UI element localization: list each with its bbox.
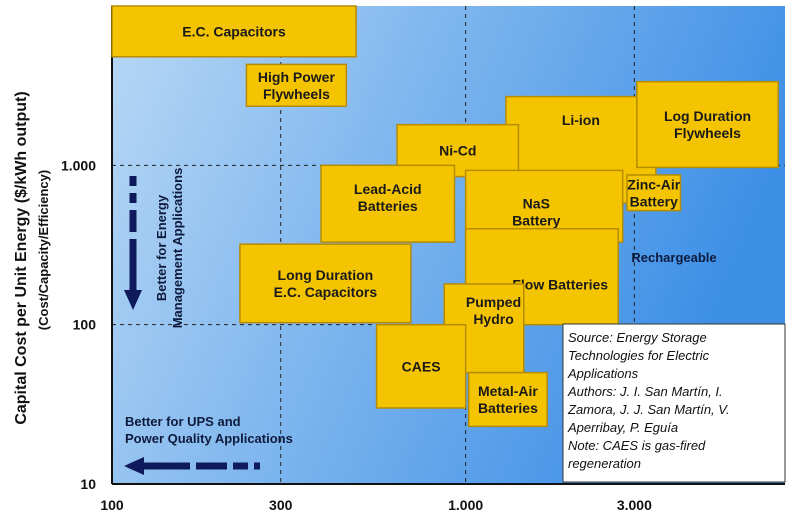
x-tick-label-3-000: 3.000 [617, 497, 652, 513]
tech-label-long-duration-e-c-capacitors: E.C. Capacitors [274, 284, 378, 300]
tech-label-metal-air-batteries: Metal-Air [478, 383, 538, 399]
x-tick-label-100: 100 [100, 497, 124, 513]
rechargeable-label: Rechargeable [631, 250, 716, 265]
energy-management-text: Management Applications [170, 168, 185, 329]
tech-rect-zinc-air-battery [626, 174, 682, 212]
tech-rect-caes [375, 323, 467, 409]
tech-label-caes: CAES [402, 358, 441, 374]
tech-label-high-power-flywheels: High Power [258, 69, 336, 85]
energy-arrow-head [124, 290, 142, 310]
tech-label-ni-cd: Ni-Cd [439, 143, 476, 159]
y-tick-label-100: 100 [73, 317, 97, 333]
tech-label-zinc-air-battery: Zinc-Air [627, 176, 680, 192]
source-note-line: Authors: J. I. San Martín, I. [567, 384, 723, 399]
tech-box-caes: CAES [375, 323, 467, 409]
energy-arrow-segment [129, 176, 137, 186]
energy-arrow-segment [129, 239, 137, 290]
energy-management-text: Better for Energy [154, 194, 169, 301]
tech-label-log-duration-flywheels: Log Duration [664, 108, 751, 124]
tech-rect-high-power-flywheels [245, 63, 348, 107]
ups-power-quality-text: Better for UPS and [125, 414, 241, 429]
tech-label-lead-acid-batteries: Batteries [358, 198, 418, 214]
tech-label-pumped-hydro: Hydro [473, 311, 513, 327]
y-axis-label: Capital Cost per Unit Energy ($/kWh outp… [13, 91, 30, 424]
y-tick-label-1-000: 1.000 [61, 157, 96, 173]
tech-box-e-c-capacitors: E.C. Capacitors [111, 5, 357, 58]
y-axis-sublabel: (Cost/Capacity/Efficiency) [36, 170, 51, 330]
tech-label-lead-acid-batteries: Lead-Acid [354, 181, 422, 197]
tech-rect-long-duration-e-c-capacitors [239, 243, 412, 324]
tech-label-flow-batteries: Flow Batteries [512, 276, 608, 292]
source-note-line: Aperribay, P. Eguía [567, 420, 678, 435]
tech-label-e-c-capacitors: E.C. Capacitors [182, 23, 286, 39]
source-note-line: Note: CAES is gas-fired [568, 438, 706, 453]
tech-label-metal-air-batteries: Batteries [478, 400, 538, 416]
ups-arrow-segment [254, 462, 260, 470]
ups-arrow-head [124, 457, 144, 475]
tech-rect-lead-acid-batteries [320, 164, 456, 243]
energy-arrow-segment [129, 193, 137, 203]
source-note-line: Source: Energy Storage [568, 330, 707, 345]
ups-arrow-segment [233, 462, 248, 470]
ups-power-quality-text: Power Quality Applications [125, 431, 293, 446]
ups-arrow-segment [144, 462, 190, 470]
source-note-line: regeneration [568, 456, 641, 471]
tech-label-log-duration-flywheels: Flywheels [674, 125, 741, 141]
tech-rect-e-c-capacitors [111, 5, 357, 58]
energy-arrow-segment [129, 210, 137, 232]
ups-arrow-segment [196, 462, 227, 470]
x-tick-label-300: 300 [269, 497, 293, 513]
x-tick-label-1-000: 1.000 [448, 497, 483, 513]
source-note-line: Applications [567, 366, 639, 381]
source-note-box [562, 323, 786, 483]
tech-rect-metal-air-batteries [467, 371, 548, 428]
y-tick-label-10: 10 [80, 476, 96, 492]
source-note-line: Technologies for Electric [568, 348, 710, 363]
tech-label-nas-battery: Battery [512, 212, 560, 228]
tech-label-high-power-flywheels: Flywheels [263, 86, 330, 102]
tech-label-li-ion: Li-ion [562, 112, 600, 128]
tech-label-long-duration-e-c-capacitors: Long Duration [278, 267, 374, 283]
tech-label-zinc-air-battery: Battery [630, 193, 678, 209]
tech-label-pumped-hydro: Pumped [466, 294, 521, 310]
tech-rect-log-duration-flywheels [636, 80, 779, 169]
source-note-line: Zamora, J. J. San Martín, V. [567, 402, 730, 417]
y-axis-subtitle: (Cost/Capacity/Efficiency) [36, 170, 51, 330]
tech-label-nas-battery: NaS [523, 195, 550, 211]
y-axis-title: Capital Cost per Unit Energy ($/kWh outp… [13, 91, 30, 424]
